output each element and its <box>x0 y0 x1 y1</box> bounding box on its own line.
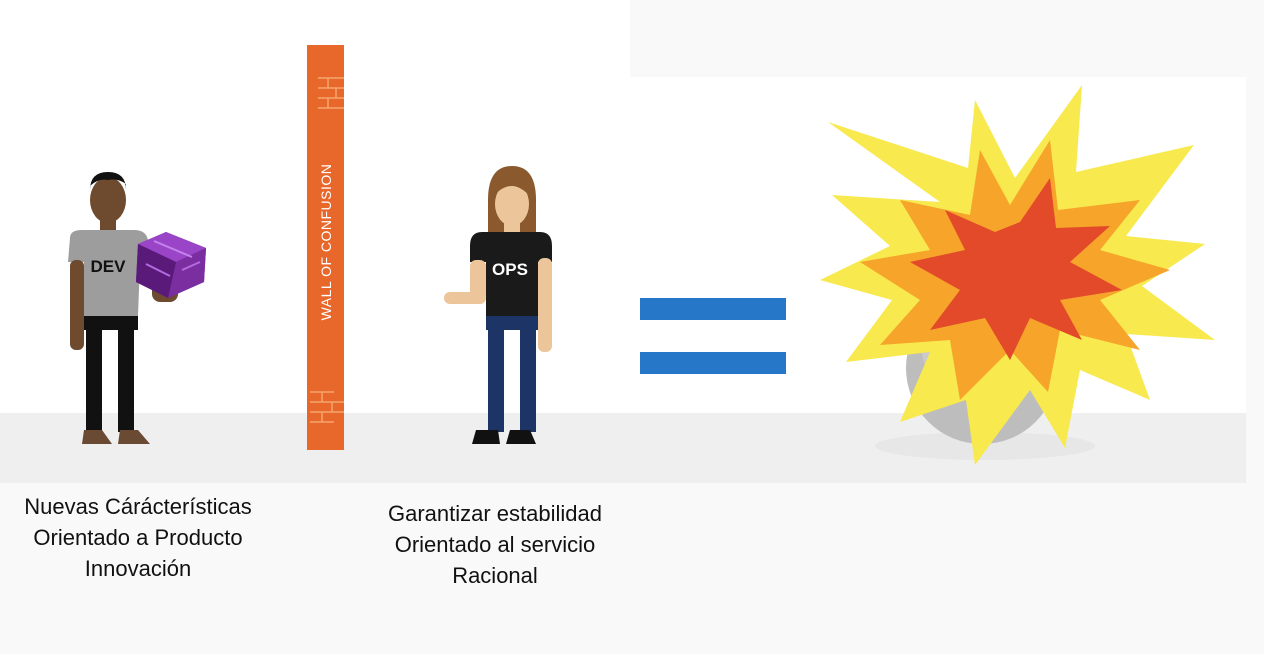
dev-caption-line: Orientado a Producto <box>33 525 243 550</box>
ops-person-illustration: OPS <box>444 166 552 444</box>
dev-caption: Nuevas Cárácterísticas Orientado a Produ… <box>0 491 276 584</box>
dev-shirt-label: DEV <box>91 257 127 276</box>
equals-icon <box>640 298 786 374</box>
brick-pattern-icon <box>310 77 344 423</box>
package-cube-icon <box>136 232 206 298</box>
wall-of-confusion: WALL OF CONFUSION <box>307 45 344 450</box>
ops-caption: Garantizar estabilidad Orientado al serv… <box>362 498 628 591</box>
ops-caption-line: Orientado al servicio <box>394 532 596 557</box>
ops-shirt-label: OPS <box>492 260 528 279</box>
explosion-icon <box>820 85 1215 465</box>
dev-caption-line: Nuevas Cárácterísticas <box>24 494 252 519</box>
wall-label: WALL OF CONFUSION <box>318 164 334 321</box>
dev-person-illustration: DEV <box>68 172 178 444</box>
dev-caption-line: Innovación <box>84 556 192 581</box>
ops-caption-line: Racional <box>452 563 538 588</box>
ops-caption-line: Garantizar estabilidad <box>387 501 602 526</box>
